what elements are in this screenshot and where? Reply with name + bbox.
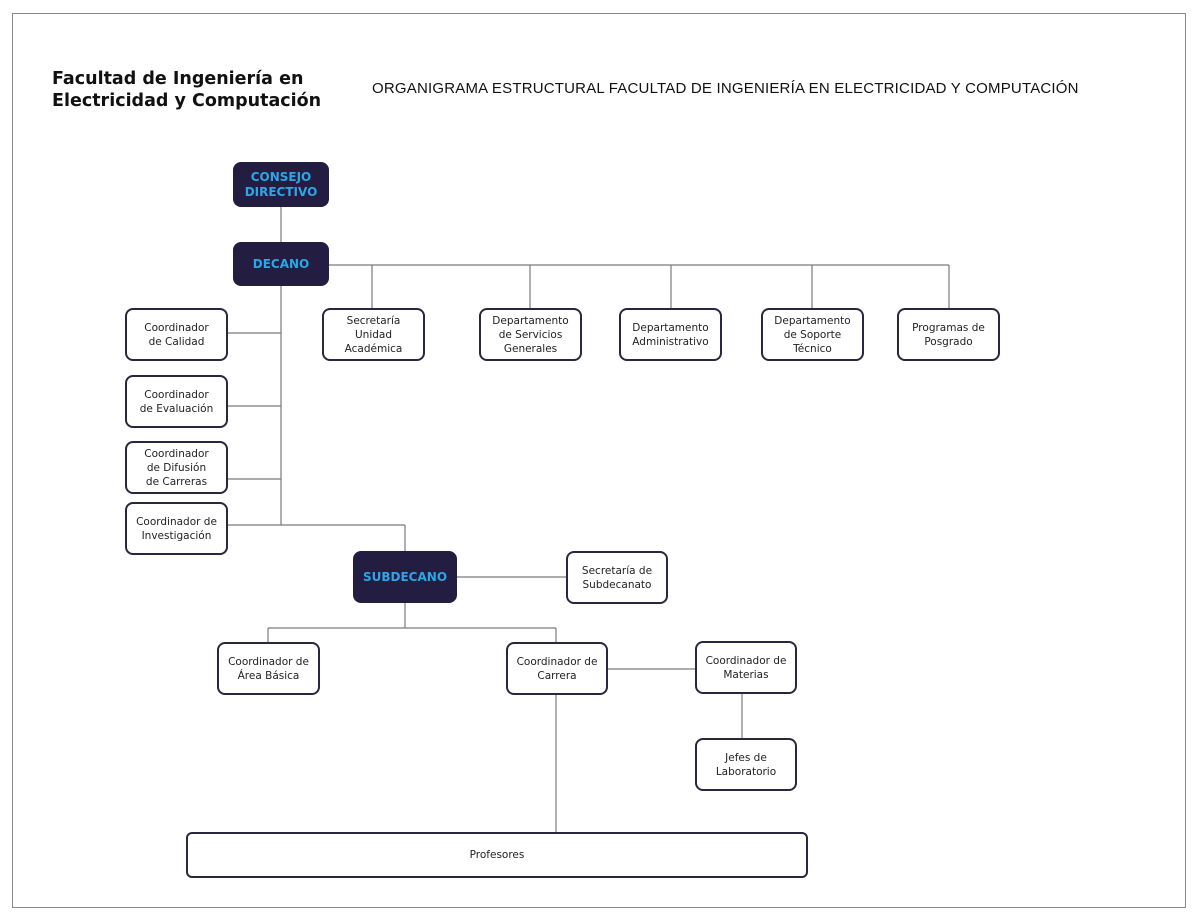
node-consejo-directivo-label: CONSEJO DIRECTIVO [244,169,318,199]
node-jefes-laboratorio-label: Jefes de Laboratorio [715,751,777,778]
chart-title: ORGANIGRAMA ESTRUCTURAL FACULTAD DE INGE… [372,80,1079,97]
node-coordinador-calidad: Coordinador de Calidad [125,308,228,361]
node-coordinador-investigacion-label: Coordinador de Investigación [136,515,217,542]
node-coordinador-investigacion: Coordinador de Investigación [125,502,228,555]
node-consejo-directivo: CONSEJO DIRECTIVO [233,162,329,207]
node-profesores-label: Profesores [469,849,525,861]
node-departamento-administrativo: Departamento Administrativo [619,308,722,361]
node-secretaria-unidad-academica-label: Secretaría Unidad Académica [344,314,403,355]
faculty-name: Facultad de Ingeniería en Electricidad y… [52,69,322,111]
node-decano-label: DECANO [252,256,310,271]
node-coordinador-calidad-label: Coordinador de Calidad [144,321,209,348]
node-programas-posgrado-label: Programas de Posgrado [912,321,985,348]
node-coordinador-carrera: Coordinador de Carrera [506,642,608,695]
node-departamento-servicios-generales-label: Departamento de Servicios Generales [492,314,569,355]
node-departamento-servicios-generales: Departamento de Servicios Generales [479,308,582,361]
node-programas-posgrado: Programas de Posgrado [897,308,1000,361]
node-coordinador-evaluacion: Coordinador de Evaluación [125,375,228,428]
node-jefes-laboratorio: Jefes de Laboratorio [695,738,797,791]
node-departamento-soporte-tecnico: Departamento de Soporte Técnico [761,308,864,361]
node-coordinador-area-basica-label: Coordinador de Área Básica [228,655,309,682]
node-coordinador-difusion: Coordinador de Difusión de Carreras [125,441,228,494]
node-coordinador-evaluacion-label: Coordinador de Evaluación [139,388,214,415]
node-coordinador-area-basica: Coordinador de Área Básica [217,642,320,695]
node-coordinador-difusion-label: Coordinador de Difusión de Carreras [144,447,209,488]
node-decano: DECANO [233,242,329,286]
node-subdecano: SUBDECANO [353,551,457,603]
node-departamento-administrativo-label: Departamento Administrativo [632,321,709,348]
node-secretaria-subdecanato-label: Secretaría de Subdecanato [581,564,653,591]
node-secretaria-subdecanato: Secretaría de Subdecanato [566,551,668,604]
node-coordinador-materias-label: Coordinador de Materias [705,654,787,681]
node-subdecano-label: SUBDECANO [362,569,448,584]
page-frame [12,13,1186,908]
node-departamento-soporte-tecnico-label: Departamento de Soporte Técnico [774,314,851,355]
node-coordinador-materias: Coordinador de Materias [695,641,797,694]
node-profesores: Profesores [186,832,808,878]
node-secretaria-unidad-academica: Secretaría Unidad Académica [322,308,425,361]
node-coordinador-carrera-label: Coordinador de Carrera [516,655,598,682]
